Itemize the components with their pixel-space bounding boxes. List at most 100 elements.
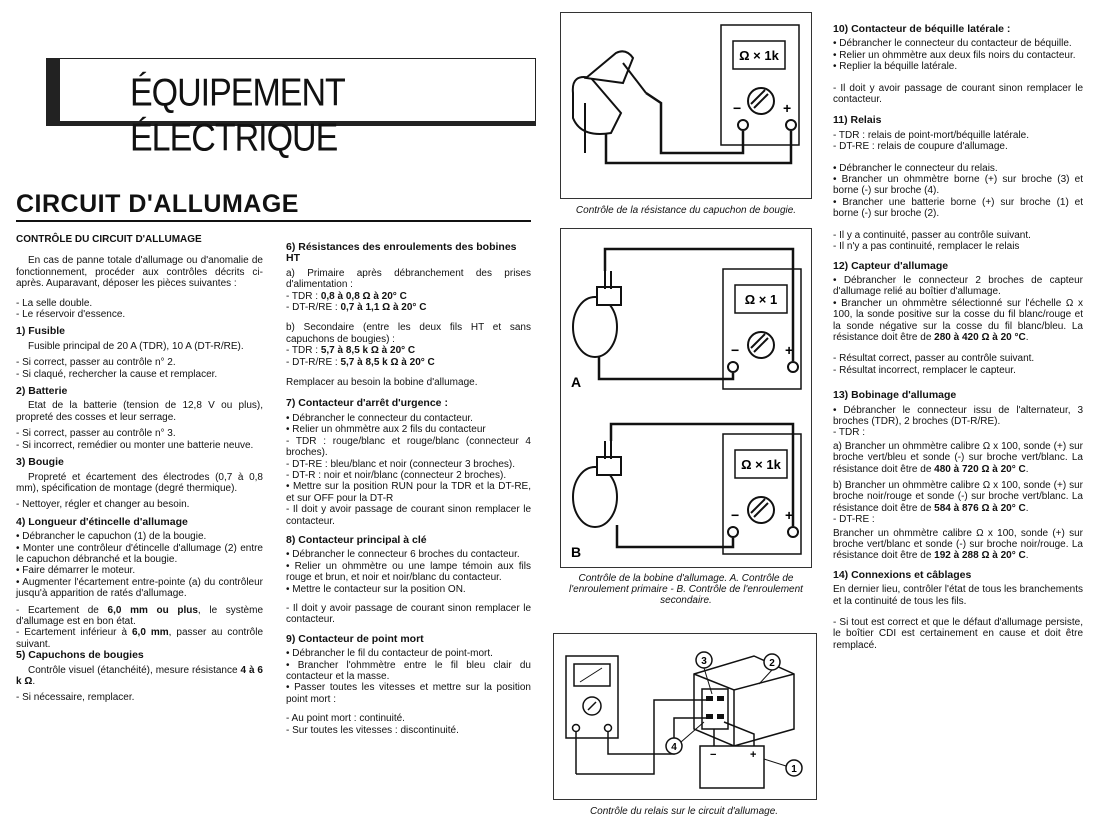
- list-item: • Faire démarrer le moteur.: [16, 565, 136, 577]
- intro-list: - La selle double. - Le réservoir d'esse…: [16, 298, 263, 321]
- relais-list: • Débrancher le connecteur du relais. • …: [833, 163, 1083, 220]
- batterie-text: Etat de la batterie (tension de 12,8 V o…: [16, 400, 263, 423]
- list-item: - Si incorrect, remédier ou monter une b…: [16, 439, 254, 451]
- bobinage-c: Brancher un ohmmètre calibre Ω x 100, so…: [833, 528, 1083, 562]
- fusible-list: - Si correct, passer au contrôle n° 2. -…: [16, 357, 263, 380]
- list-item: • Brancher une batterie borne (+) sur br…: [833, 196, 1083, 220]
- capuchons-item: - Si nécessaire, remplacer.: [16, 692, 135, 704]
- bougie-item: - Nettoyer, régler et changer au besoin.: [16, 499, 190, 511]
- list-item: - Sur toutes les vitesses : discontinuit…: [286, 724, 459, 736]
- list-item: - DT-RE : bleu/blanc et noir (connecteur…: [286, 458, 515, 470]
- result-text: , le système d'allumage est en bon état.: [16, 604, 264, 627]
- list-item: • Débrancher le connecteur du relais.: [833, 162, 998, 174]
- heading-point-mort: 9) Contacteur de point mort: [286, 632, 424, 645]
- result-text: , passer au contrôle suivant.: [16, 627, 264, 650]
- lead-a-negative: [597, 357, 735, 381]
- caption-capuchon: Contrôle de la résistance du capuchon de…: [575, 205, 797, 216]
- heading-fusible: 1) Fusible: [16, 325, 66, 338]
- bequille-list: • Débrancher le connecteur du contacteur…: [833, 38, 1083, 72]
- ohmmeter-b-display: [734, 449, 788, 479]
- caption-relais: Contrôle du relais sur le circuit d'allu…: [589, 806, 779, 817]
- list-item: - Résultat incorrect, remplacer le capte…: [833, 364, 1016, 376]
- contacteur-cle-list: • Débrancher le connecteur 6 broches du …: [286, 549, 531, 595]
- ohmmeter-a-display: [734, 284, 788, 314]
- minus-sign: −: [731, 342, 739, 358]
- list-item: • Relier un ohmmètre ou une lampe témoin…: [286, 560, 531, 584]
- list-item: Brancher un ohmmètre calibre Ω x 100, so…: [833, 527, 1083, 562]
- terminal-minus: [737, 119, 749, 131]
- label-a: A: [571, 374, 581, 390]
- bequille-end: - Il doit y avoir passage de courant sin…: [833, 82, 1083, 106]
- heading-bougie: 3) Bougie: [16, 456, 64, 469]
- lead-positive: [604, 131, 793, 165]
- lead-b-positive: [609, 422, 795, 526]
- callout-4: [665, 737, 683, 755]
- heading-etincelle: 4) Longueur d'étincelle d'allumage: [16, 515, 188, 528]
- list-item: • Débrancher le connecteur du contacteur…: [286, 412, 473, 424]
- batterie-list: - Si correct, passer au contrôle n° 3. -…: [16, 428, 263, 451]
- column-1: CONTRÔLE DU CIRCUIT D'ALLUMAGE En cas de…: [16, 234, 263, 709]
- heading-capuchons: 5) Capuchons de bougies: [16, 649, 144, 662]
- list-item: .: [1025, 463, 1029, 475]
- chapter-title: ÉQUIPEMENT ÉLECTRIQUE: [130, 71, 345, 160]
- figure-capuchon: Ω × 1k − +: [560, 12, 812, 199]
- ohmmeter-relais-display: [573, 663, 611, 687]
- bobine-diagram: Ω × 1 − + A Ω × 1k − + B: [571, 247, 802, 560]
- heading-resistances: 6) Résistances des enroulements des bobi…: [286, 241, 517, 265]
- ignition-coil-b: [572, 466, 618, 528]
- list-item: .: [1025, 331, 1029, 343]
- point-mort-list: • Débrancher le fil du contacteur de poi…: [286, 648, 531, 705]
- list-item: - Le réservoir d'essence.: [16, 309, 126, 321]
- result-value: 6,0 mm ou plus: [107, 604, 198, 616]
- connexions-end: - Si tout est correct et que le défaut d…: [833, 617, 1083, 651]
- spec-value: 0,8 à 0,8 Ω à 20° C: [320, 290, 407, 302]
- heading-bobinage: 13) Bobinage d'allumage: [833, 389, 957, 402]
- list-item: - DT-RE : relais de coupure d'allumage.: [833, 141, 1008, 153]
- ohmmeter-display: [732, 40, 786, 70]
- bougie-text: Propreté et écartement des électrodes (0…: [16, 471, 263, 494]
- list-item: - DT-RE :: [833, 514, 875, 526]
- ohmmeter-b-scale-label: Ω × 1k: [741, 457, 781, 472]
- capuchons-text-part: .: [32, 676, 36, 687]
- result-value: 6,0 mm: [131, 627, 169, 639]
- section-divider: [16, 220, 531, 222]
- list-item: • Débrancher le connecteur du contacteur…: [833, 38, 1072, 50]
- list-item: • Replier la béquille latérale.: [833, 61, 958, 73]
- plus-sign: +: [785, 342, 793, 358]
- list-item: - Résultat correct, passer au contrôle s…: [833, 353, 1035, 365]
- list-item: .: [1025, 550, 1029, 562]
- list-item: • Mettre le contacteur sur la position O…: [286, 583, 466, 595]
- primaire-text: a) Primaire après débranchement des pris…: [286, 268, 531, 314]
- lead-negative: [645, 91, 745, 155]
- bobinage-a-value: 480 à 720 Ω à 20° C: [934, 463, 1026, 475]
- list-item: - DT-R : noir et noir/blanc (connecteur …: [286, 469, 507, 481]
- plus-sign: +: [785, 507, 793, 523]
- spec-label: - DT-R/RE :: [286, 302, 341, 314]
- list-item: - La selle double.: [16, 297, 93, 309]
- list-item: - Au point mort : continuité.: [286, 713, 405, 725]
- label-b: B: [571, 544, 581, 560]
- capuchons-value: 4 à 6 k Ω: [16, 664, 263, 687]
- heading-arret-urgence: 7) Contacteur d'arrêt d'urgence :: [286, 397, 448, 410]
- list-item: - Il doit y avoir passage de courant sin…: [286, 504, 531, 527]
- minus-sign: −: [731, 507, 739, 523]
- list-item: • Débrancher le fil du contacteur de poi…: [286, 648, 493, 660]
- column-2: 6) Résistances des enroulements des bobi…: [286, 241, 531, 741]
- list-item: - Si correct, passer au contrôle n° 2.: [16, 357, 176, 369]
- list-item: • Brancher un ohmmètre sélectionné sur l…: [833, 297, 1083, 343]
- relais-diagram: − + 3 2 4 1: [565, 651, 803, 789]
- list-item: • Débrancher le connecteur 2 broches de …: [833, 274, 1083, 298]
- figure-relais: − + 3 2 4 1: [553, 633, 817, 800]
- spec-label: - TDR :: [286, 290, 321, 302]
- relay-connector: [701, 688, 729, 730]
- spec-value: 5,7 à 8,5 k Ω à 20° C: [340, 356, 435, 368]
- secondaire-text: b) Secondaire (entre les deux fils HT et…: [286, 322, 531, 368]
- relais-types: - TDR : relais de point-mort/béquille la…: [833, 130, 1083, 153]
- arret-urgence-list: • Débrancher le connecteur du contacteur…: [286, 413, 531, 527]
- battery-plus: +: [750, 749, 756, 761]
- list-item: b) Brancher un ohmmètre calibre Ω x 100,…: [833, 480, 1083, 514]
- capteur-list: • Débrancher le connecteur 2 broches de …: [833, 275, 1083, 343]
- terminal-plus: [785, 119, 797, 131]
- list-item: • Brancher l'ohmmètre entre le fil bleu …: [286, 659, 531, 682]
- intro-text: En cas de panne totale d'allumage ou d'a…: [16, 255, 263, 290]
